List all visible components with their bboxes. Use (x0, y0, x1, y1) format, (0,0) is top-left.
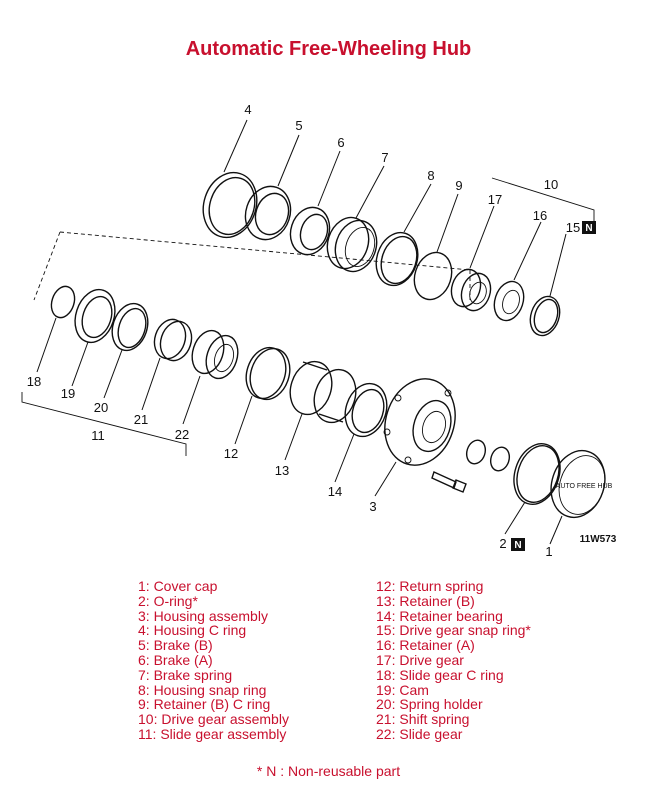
part-9-retainer-b-c-ring (413, 251, 453, 301)
legend-item: 21: Shift spring (376, 711, 470, 728)
part-2-o-ring (513, 443, 561, 505)
callout-11: 11 (91, 428, 105, 443)
group-11-bracket (21, 392, 187, 456)
callout-8: 8 (427, 168, 434, 183)
callout-12: 12 (224, 446, 238, 461)
cover-cap-lettering: AUTO FREE HUB (556, 483, 613, 490)
legend-right-column: 12: Return spring 13: Retainer (B) 14: R… (376, 579, 531, 742)
callout-5: 5 (295, 118, 302, 133)
legend-left-column: 1: Cover cap 2: O-ring* 3: Housing assem… (138, 579, 289, 742)
callout-21: 21 (134, 412, 148, 427)
drawing-code: 11W573 (580, 534, 617, 545)
legend-item: 22: Slide gear (376, 725, 463, 742)
part-1-cover-cap: AUTO FREE HUB (550, 449, 613, 519)
part-3-housing-assembly (383, 378, 456, 466)
small-ring-pair (465, 439, 511, 472)
legend-item: 17: Drive gear (376, 651, 464, 668)
part-16-retainer-a (493, 280, 525, 322)
part-14-retainer-bearing (344, 382, 388, 438)
legend-item: 2: O-ring* (138, 592, 198, 609)
legend-item: 4: Housing C ring (138, 622, 247, 639)
callout-15-n-box (582, 221, 596, 234)
legend-item: 15: Drive gear snap ring* (376, 622, 531, 639)
hub-bolt (431, 471, 467, 493)
legend-item: 8: Housing snap ring (138, 681, 267, 698)
legend-item: 5: Brake (B) (138, 637, 213, 654)
legend-item: 12: Return spring (376, 578, 484, 594)
legend-item: 9: Retainer (B) C ring (138, 696, 271, 713)
callout-22: 22 (175, 427, 189, 442)
page-title: Automatic Free-Wheeling Hub (185, 38, 472, 60)
callout-3: 3 (369, 499, 376, 514)
legend-item: 3: Housing assembly (138, 607, 268, 624)
callout-10: 10 (544, 177, 558, 192)
callout-16: 16 (533, 208, 547, 223)
callout-20: 20 (94, 400, 108, 415)
legend-item: 13: Retainer (B) (376, 592, 475, 609)
callout-6: 6 (337, 135, 344, 150)
part-20-spring-holder (111, 302, 149, 352)
legend-item: 7: Brake spring (138, 666, 233, 683)
callout-2-n-mark: N (514, 540, 521, 551)
leader-lines (36, 119, 567, 545)
callout-1: 1 (545, 544, 552, 559)
part-13-retainer-b (289, 360, 357, 424)
callout-4: 4 (244, 102, 251, 117)
part-17-drive-gear (450, 268, 492, 312)
part-8-housing-snap-ring (375, 231, 419, 287)
callout-14: 14 (328, 484, 342, 499)
callout-7: 7 (381, 150, 388, 165)
legend-item: 10: Drive gear assembly (138, 711, 289, 728)
callout-2: 2 (499, 536, 506, 551)
part-4-housing-c-ring (202, 171, 258, 239)
part-21-shift-spring (153, 318, 193, 362)
callout-15-n-mark: N (585, 223, 592, 234)
callout-9: 9 (455, 178, 462, 193)
legend-item: 1: Cover cap (138, 578, 218, 594)
legend-item: 14: Retainer bearing (376, 607, 503, 624)
part-15-drive-gear-snap-ring (529, 295, 561, 337)
part-18-slide-gear-c-ring (50, 285, 76, 319)
exploded-view-diagram: AUTO FREE HUB 4 5 6 7 8 9 10 17 16 15 N … (21, 102, 617, 559)
callout-17: 17 (488, 192, 502, 207)
callout-15: 15 (566, 220, 580, 235)
part-5-brake-b (244, 185, 292, 241)
legend-item: 20: Spring holder (376, 696, 483, 713)
footnote: * N : Non-reusable part (256, 763, 401, 779)
part-12-return-spring (245, 346, 291, 401)
part-22-slide-gear (191, 329, 239, 380)
legend-item: 16: Retainer (A) (376, 637, 475, 654)
legend-item: 6: Brake (A) (138, 651, 213, 668)
callout-13: 13 (275, 463, 289, 478)
callout-19: 19 (61, 386, 75, 401)
legend-item: 11: Slide gear assembly (138, 725, 287, 742)
part-7-brake-spring (326, 216, 378, 273)
callout-2-n-box (511, 538, 525, 551)
callout-18: 18 (27, 374, 41, 389)
group-10-bracket (491, 177, 595, 222)
legend-item: 19: Cam (376, 681, 429, 698)
part-6-brake-a (289, 206, 331, 256)
legend-item: 18: Slide gear C ring (376, 666, 504, 683)
